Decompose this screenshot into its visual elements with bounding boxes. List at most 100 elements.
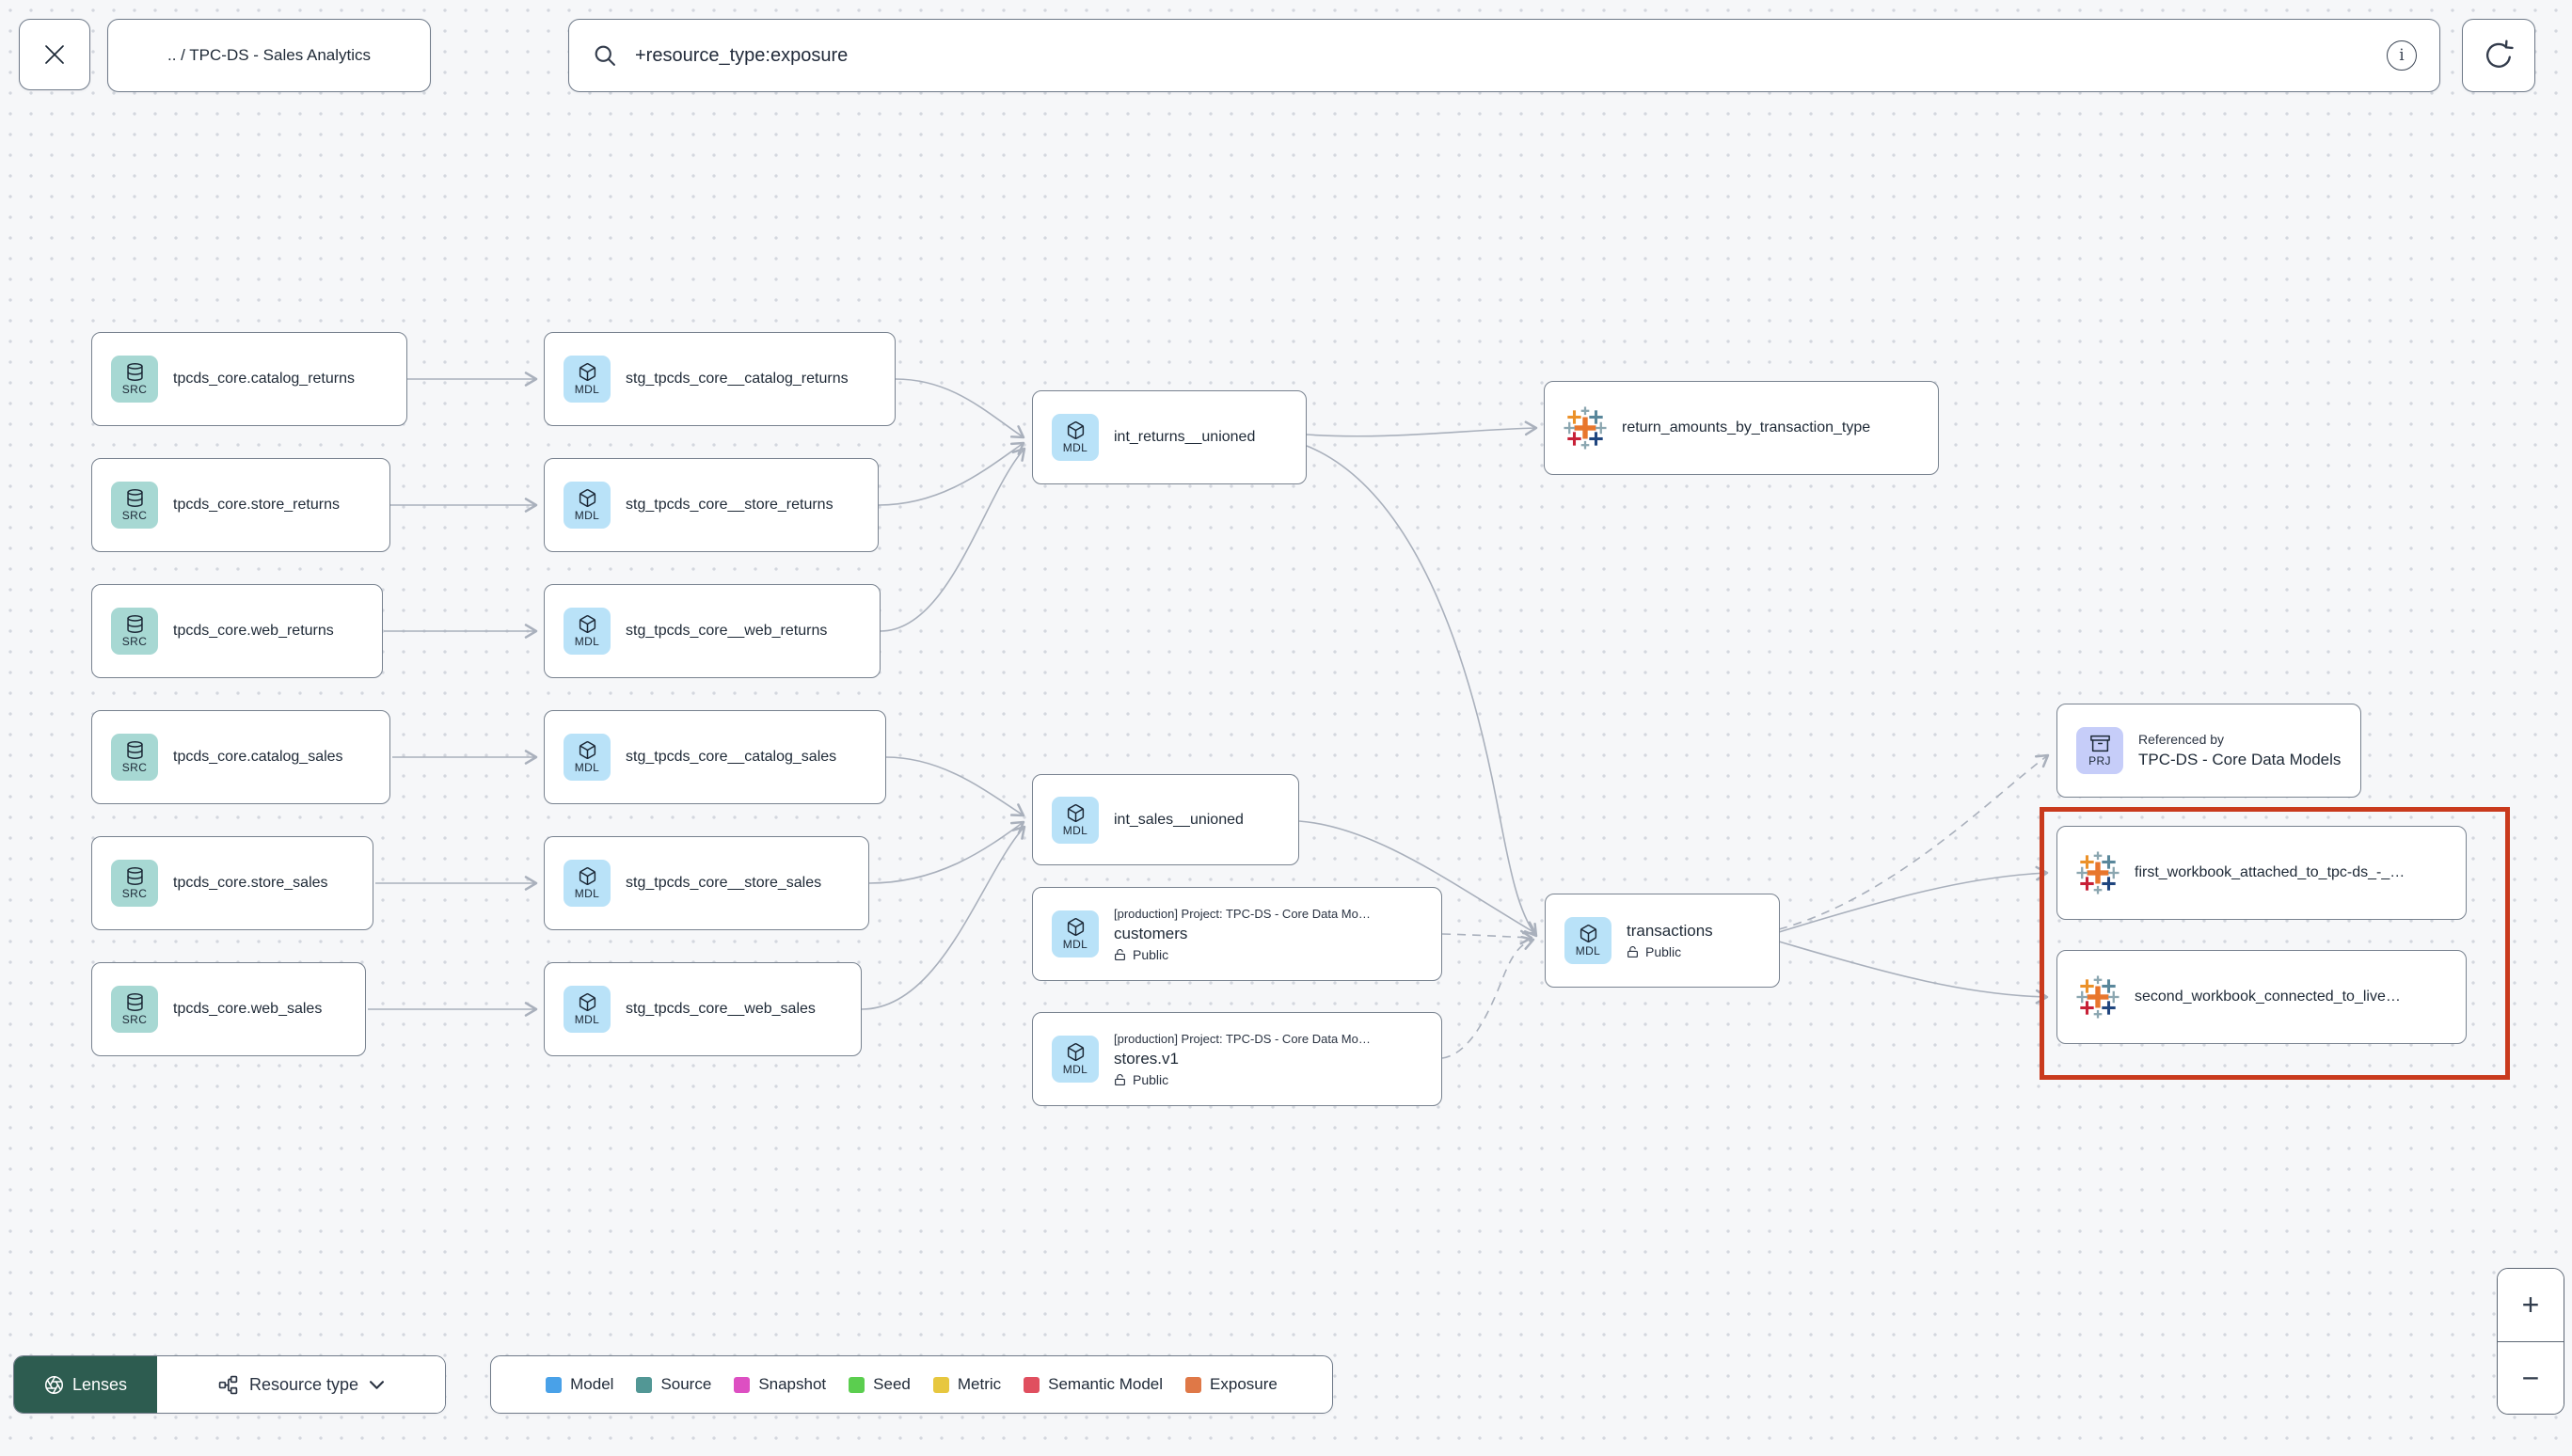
node-label: transactions [1627, 922, 1713, 940]
model-cube-icon [1067, 1043, 1084, 1061]
close-button[interactable] [19, 19, 90, 90]
search-input[interactable] [633, 43, 2372, 68]
node-project-label: [production] Project: TPC-DS - Core Data… [1114, 1031, 1371, 1046]
model-cube-icon [579, 993, 595, 1011]
model-cube-icon [579, 489, 595, 507]
resource-type-dropdown[interactable]: Resource type [157, 1356, 445, 1413]
unlock-icon [1115, 1073, 1125, 1085]
lenses-button[interactable]: Lenses [14, 1356, 157, 1413]
legend-label: Seed [873, 1375, 911, 1393]
model-badge: MDL [564, 608, 611, 655]
source-badge: SRC [111, 608, 158, 655]
node-label: customers [1114, 924, 1188, 942]
source-badge: SRC [111, 482, 158, 529]
source-badge: SRC [111, 356, 158, 403]
database-icon [126, 363, 143, 381]
tableau-icon [1564, 406, 1607, 450]
node-project-label: [production] Project: TPC-DS - Core Data… [1114, 906, 1371, 921]
tableau-icon [2076, 851, 2120, 894]
node-label: stg_tpcds_core__web_sales [626, 1001, 816, 1017]
model-badge: MDL [1052, 910, 1099, 957]
unlock-icon [1115, 948, 1125, 960]
model-cube-icon [1067, 803, 1084, 822]
legend-swatch [932, 1376, 949, 1393]
node-src-tpcds-core-catalog-returns[interactable]: SRC tpcds_core.catalog_returns [91, 332, 407, 426]
tableau-icon [2076, 851, 2120, 894]
node-access: Public [1114, 947, 1371, 962]
node-access: Public [1627, 944, 1713, 959]
legend-item-metric: Metric [932, 1375, 1002, 1394]
legend-item-source: Source [636, 1375, 711, 1394]
search-icon [595, 45, 615, 66]
node-label: TPC-DS - Core Data Models [2138, 751, 2342, 768]
lens-controls: Lenses Resource type [13, 1355, 446, 1414]
node-label: stg_tpcds_core__store_returns [626, 497, 834, 513]
node-label: int_returns__unioned [1114, 429, 1256, 445]
model-cube-icon [579, 741, 595, 759]
refresh-button[interactable] [2462, 19, 2535, 92]
model-badge: MDL [564, 482, 611, 529]
model-badge: MDL [564, 734, 611, 781]
node-src-tpcds-core-store-returns[interactable]: SRC tpcds_core.store_returns [91, 458, 390, 552]
legend-swatch [546, 1376, 563, 1393]
database-icon [126, 489, 143, 507]
node-label: second_workbook_connected_to_live… [2135, 989, 2401, 1005]
node-exp-second-workbook[interactable]: second_workbook_connected_to_live… [2056, 950, 2467, 1044]
tableau-icon [2076, 975, 2120, 1019]
node-label: first_workbook_attached_to_tpc-ds_-_… [2135, 864, 2405, 880]
lenses-label: Lenses [71, 1374, 128, 1394]
zoom-controls: + − [2497, 1268, 2564, 1415]
tableau-icon [1564, 406, 1607, 450]
node-label: tpcds_core.web_sales [173, 1001, 323, 1017]
node-exp-first-workbook[interactable]: first_workbook_attached_to_tpc-ds_-_… [2056, 826, 2467, 920]
legend-item-exposure: Exposure [1185, 1375, 1278, 1394]
database-icon [126, 993, 143, 1011]
node-mdl-stores-v1[interactable]: MDL[production] Project: TPC-DS - Core D… [1032, 1012, 1442, 1106]
legend-label: Metric [957, 1375, 1002, 1393]
legend-label: Exposure [1210, 1375, 1278, 1393]
node-label: tpcds_core.store_returns [173, 497, 340, 513]
database-icon [126, 615, 143, 633]
legend-swatch [849, 1376, 865, 1393]
node-mdl-stg-tpcds-core-store-returns[interactable]: MDL stg_tpcds_core__store_returns [544, 458, 879, 552]
breadcrumb[interactable]: .. / TPC-DS - Sales Analytics [107, 19, 431, 92]
database-icon [126, 867, 143, 885]
node-label: tpcds_core.store_sales [173, 875, 328, 891]
node-label: tpcds_core.catalog_returns [173, 371, 355, 387]
node-mdl-customers[interactable]: MDL [production] Project: TPC-DS - Core D… [1032, 887, 1442, 981]
resource-graph-icon [218, 1375, 238, 1394]
model-badge: MDL [1052, 414, 1099, 461]
model-cube-icon [579, 867, 595, 885]
refresh-icon [2486, 40, 2514, 68]
legend-item-snapshot: Snapshot [734, 1375, 826, 1394]
node-access: Public [1114, 1072, 1371, 1087]
zoom-in-button[interactable]: + [2498, 1269, 2564, 1341]
node-label: tpcds_core.catalog_sales [173, 749, 343, 765]
model-cube-icon [1580, 925, 1596, 942]
zoom-out-button[interactable]: − [2498, 1340, 2564, 1414]
search-bar[interactable]: i [568, 19, 2440, 92]
model-badge: MDL [1564, 917, 1611, 964]
lenses-aperture-icon [44, 1375, 64, 1394]
chevron-down-icon [370, 1380, 385, 1389]
tableau-icon [2076, 975, 2120, 1019]
unlock-icon [1627, 946, 1638, 958]
node-exp-return-amounts-by-transaction-type[interactable]: return_amounts_by_transaction_type [1544, 381, 1939, 475]
info-icon[interactable]: i [2387, 40, 2417, 71]
model-cube-icon [579, 363, 595, 381]
node-mdl-int-returns-unioned[interactable]: MDL int_returns__unioned [1032, 390, 1307, 484]
selection-rectangle [2040, 807, 2510, 1080]
